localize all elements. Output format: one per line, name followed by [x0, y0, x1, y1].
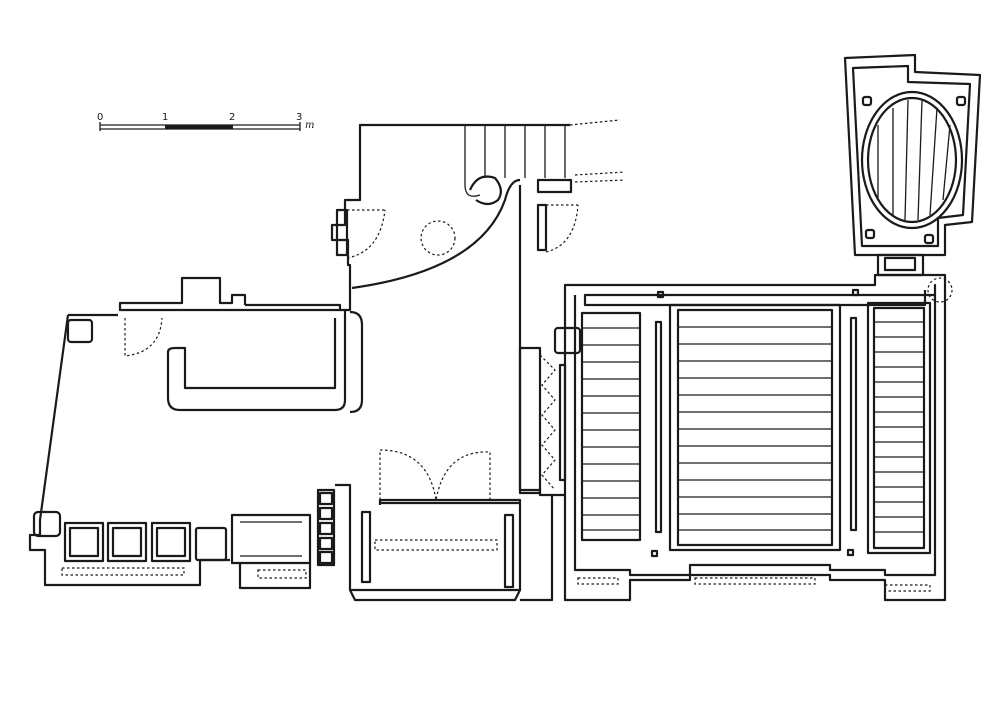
scale-tick-3: 3	[296, 112, 302, 123]
left-seating-rows	[582, 327, 640, 531]
scale-bar: 0 1 2 3 m	[97, 112, 314, 131]
central-seating-rows	[678, 326, 832, 531]
oval-chamber	[843, 53, 982, 277]
middle-small-rooms	[230, 488, 336, 590]
scale-tick-2: 2	[229, 112, 235, 123]
column-base-outline	[420, 220, 456, 256]
oval-slats	[877, 99, 951, 221]
central-vestibule	[335, 449, 522, 602]
upper-stair-treads	[464, 125, 566, 197]
scale-tick-1: 1	[162, 112, 168, 123]
right-seating-rows	[874, 321, 924, 533]
scale-tick-0: 0	[97, 112, 103, 123]
corridor	[518, 346, 567, 602]
scale-unit: m	[305, 120, 314, 131]
main-hall	[552, 273, 953, 602]
left-room	[28, 276, 364, 587]
entrance-area	[330, 119, 626, 490]
